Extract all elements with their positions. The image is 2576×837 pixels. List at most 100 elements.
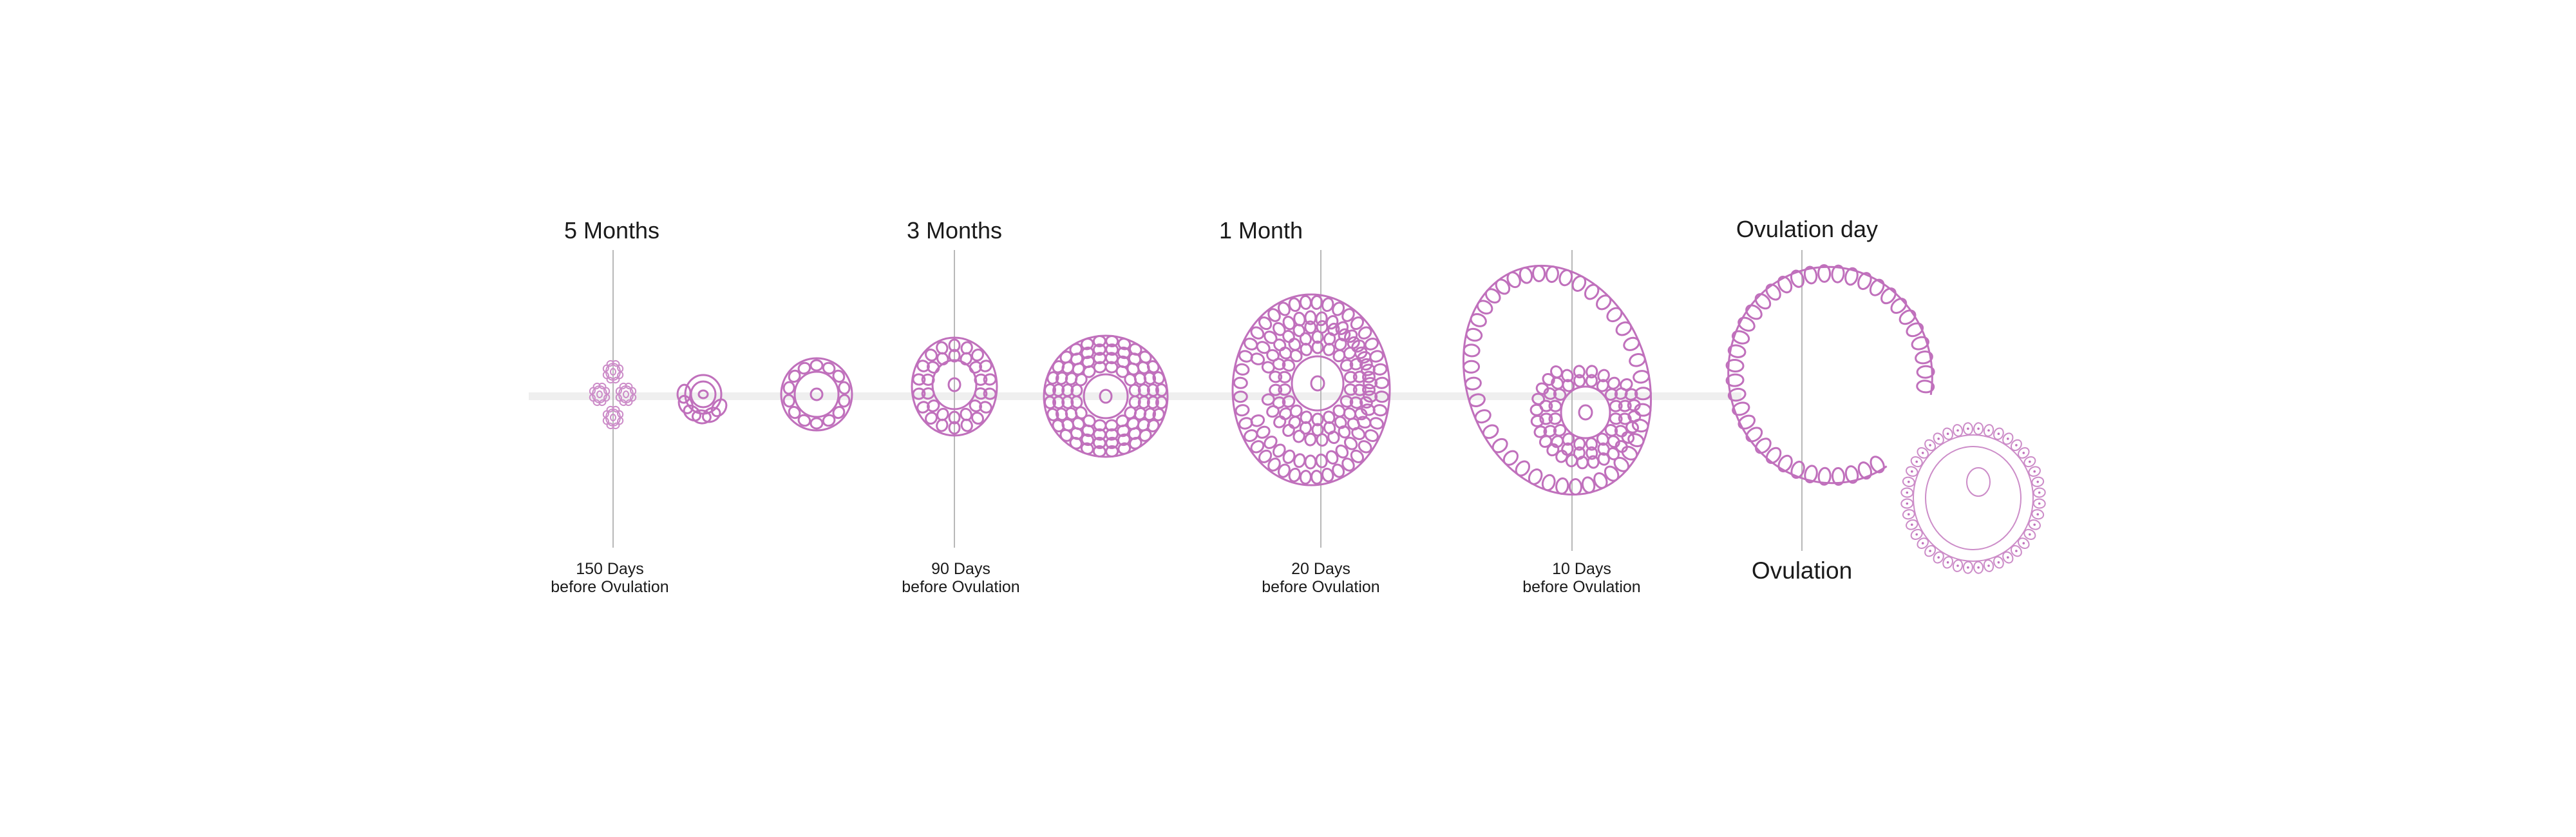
cell-nucleus xyxy=(1929,444,1931,447)
granulosa-cell xyxy=(1332,463,1345,478)
granulosa-cell xyxy=(1621,445,1638,461)
cell-nucleus xyxy=(1908,481,1910,483)
follicle-wall xyxy=(1462,264,1653,496)
granulosa-cell xyxy=(1277,463,1291,478)
granulosa-cell xyxy=(1128,383,1141,398)
granulosa-cell xyxy=(1235,363,1250,376)
granulosa-cell xyxy=(1343,436,1358,450)
granulosa-cell xyxy=(1323,421,1336,435)
granulosa-cell xyxy=(912,387,926,400)
cell-nucleus xyxy=(2007,438,2009,440)
cell-nucleus xyxy=(2033,523,2036,526)
granulosa-cell xyxy=(1900,498,1914,509)
cell-nucleus xyxy=(1987,564,1990,567)
cell-nucleus xyxy=(2036,481,2039,483)
granulosa-cell xyxy=(1272,322,1286,336)
granulosa-cell xyxy=(1080,442,1094,455)
granulosa-cell xyxy=(1341,457,1355,472)
granulosa-cell xyxy=(1519,266,1533,284)
granulosa-cell xyxy=(1266,349,1280,362)
granulosa-cell xyxy=(948,421,961,435)
granulosa-cell xyxy=(1777,275,1793,294)
granulosa-cell xyxy=(1725,373,1745,387)
granulosa-cell xyxy=(788,369,801,383)
granulosa-cell xyxy=(1633,370,1650,384)
early-antral-follicle xyxy=(1043,334,1169,458)
granulosa-cell xyxy=(1080,338,1094,351)
granulosa-cell xyxy=(1105,334,1119,348)
cell-nucleus xyxy=(1946,561,1949,564)
cell-nucleus xyxy=(2036,513,2039,515)
granulosa-cell xyxy=(1343,370,1358,383)
granulosa-cell xyxy=(1316,433,1329,447)
nucleus xyxy=(596,390,603,398)
follicle-wall xyxy=(780,357,853,432)
released-oocyte xyxy=(1900,422,2046,574)
granulosa-cell xyxy=(677,394,694,414)
granulosa-cell xyxy=(1463,343,1481,358)
granulosa-cell xyxy=(1117,442,1132,455)
granulosa-cell xyxy=(1359,396,1373,409)
granulosa-cell xyxy=(615,394,623,402)
granulosa-cell xyxy=(1568,478,1582,496)
granulosa-cell xyxy=(1272,396,1286,409)
granulosa-cell xyxy=(1311,294,1323,310)
granulosa-cell xyxy=(1745,427,1763,443)
nucleus xyxy=(947,377,961,392)
follicle-wall xyxy=(1043,334,1169,458)
granulosa-cell xyxy=(1129,437,1142,450)
cell-nucleus xyxy=(2007,556,2009,559)
granulosa-cell xyxy=(1350,316,1365,331)
nucleus xyxy=(697,389,709,399)
granulosa-cell xyxy=(1962,422,1973,436)
granulosa-cell xyxy=(1962,561,1973,574)
cell-nucleus xyxy=(1921,542,1924,544)
oocyte xyxy=(1560,385,1611,439)
oocyte xyxy=(605,363,621,381)
granulosa-cell xyxy=(936,418,949,432)
granulosa-cell xyxy=(1790,461,1805,479)
stage-label-1-month: 1 Month xyxy=(1219,217,1303,244)
days-label-10: 10 Days xyxy=(1552,560,1611,578)
granulosa-cell xyxy=(1327,430,1340,445)
granulosa-cell xyxy=(1755,438,1772,454)
cell-nucleus xyxy=(1929,550,1931,552)
granulosa-cell xyxy=(1316,320,1329,334)
granulosa-cell xyxy=(1539,412,1553,425)
granulosa-cell xyxy=(782,381,795,395)
granulosa-cell xyxy=(1899,309,1917,325)
granulosa-cell xyxy=(1857,272,1872,291)
granulosa-cell xyxy=(1804,465,1818,484)
granulosa-cell xyxy=(683,404,701,422)
granulosa-cell xyxy=(979,401,992,414)
stage-label-ovulation-day: Ovulation day xyxy=(1736,216,1878,242)
granulosa-cell xyxy=(1484,288,1501,304)
antral-follicle-20-days xyxy=(1231,293,1391,486)
granulosa-cell xyxy=(1293,453,1306,468)
granulosa-cell xyxy=(1623,336,1640,351)
granulosa-cell xyxy=(616,364,624,372)
nucleus xyxy=(610,414,616,421)
granulosa-cell xyxy=(810,417,824,430)
granulosa-cell xyxy=(1545,265,1559,284)
granulosa-cell xyxy=(1528,468,1543,485)
granulosa-cell xyxy=(1358,440,1372,454)
granulosa-cell xyxy=(925,348,938,362)
granulosa-cell xyxy=(832,405,846,419)
granulosa-cell xyxy=(1604,465,1620,482)
granulosa-cell xyxy=(1363,390,1378,403)
granulosa-cell xyxy=(1250,414,1265,427)
granulosa-cell xyxy=(1542,372,1555,386)
granulosa-cell xyxy=(916,401,930,414)
granulosa-cell xyxy=(1911,336,1929,351)
cell-nucleus xyxy=(1915,533,1918,536)
granulosa-cell xyxy=(1311,412,1324,427)
cell-nucleus xyxy=(1977,566,1980,569)
granulosa-cell xyxy=(1267,457,1281,472)
days-sublabel-20: before Ovulation xyxy=(1262,578,1379,596)
follicle-wall xyxy=(1231,293,1391,486)
granulosa-cell xyxy=(1738,316,1756,332)
stage-label-5-months: 5 Months xyxy=(564,217,659,244)
granulosa-cell xyxy=(1269,383,1283,396)
cell-nucleus xyxy=(1937,556,1940,559)
